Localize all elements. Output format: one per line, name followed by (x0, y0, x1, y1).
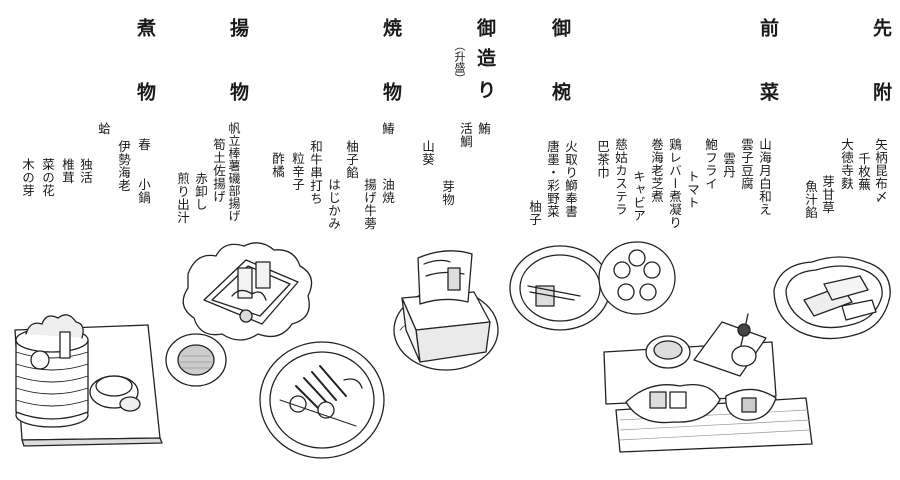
heading-yakimono-top: 焼 (380, 18, 402, 37)
heading-owan-bottom: 椀 (549, 82, 571, 101)
menu-item: 柚子 (527, 200, 542, 226)
agemono-illustration (182, 242, 313, 341)
heading-otsukuri-bottom: り (474, 80, 496, 99)
menu-item: 鮑フライ (703, 138, 718, 190)
menu-item: 独活 (78, 158, 93, 184)
heading-nimono-bottom: 物 (134, 82, 156, 101)
menu-item: はじかみ (326, 178, 341, 230)
menu-item: トマト (685, 170, 700, 209)
heading-agemono-bottom: 物 (227, 82, 249, 101)
heading-nimono-top: 煮 (134, 18, 156, 37)
menu-item: 柚子餡 (344, 140, 359, 179)
menu-item: 小鍋 (136, 178, 151, 204)
menu-item: 伊勢海老 (116, 140, 131, 192)
menu-item: 雲子豆腐 (739, 138, 754, 190)
heading-zensai-bottom: 菜 (757, 82, 779, 101)
menu-item: 揚げ牛蒡 (362, 178, 377, 230)
yakimono-illustration (259, 341, 385, 459)
heading-yakimono-bottom: 物 (380, 82, 402, 101)
heading-agemono-top: 揚 (227, 18, 249, 37)
menu-item: 巻海老芝煮 (649, 138, 664, 203)
menu-item: 矢柄昆布〆 (873, 138, 888, 203)
sauce-dish-illustration (165, 333, 227, 387)
otsukuri-illustration (393, 250, 499, 371)
heading-sakizuke-top: 先 (870, 18, 892, 37)
heading-owan-top: 御 (549, 18, 571, 37)
menu-item: 蛤 (96, 122, 111, 135)
menu-item: 山葵 (420, 140, 435, 166)
menu-item: 鰆 (380, 122, 395, 135)
heading-otsukuri-mid: 造 (474, 48, 496, 67)
menu-item: 火取り鰤奉書 (563, 140, 578, 218)
menu-item: 芽物 (440, 180, 455, 206)
menu-item: 千枚蕪 (856, 152, 871, 191)
menu-item: 大徳寺麩 (839, 138, 854, 190)
otsukuri-note: （升盛） (453, 40, 466, 84)
menu-item: 活鯛 (458, 122, 473, 148)
menu-item: 山海月白和え (757, 138, 772, 216)
menu-item: 芽甘草 (820, 175, 835, 214)
menu-item: 粒辛子 (290, 152, 305, 191)
zensai-illustration (603, 313, 813, 453)
menu-item: 巴茶巾 (595, 140, 610, 179)
menu-item: キャビア (631, 170, 646, 222)
menu-item: 慈姑カステラ (613, 138, 628, 216)
menu-item: 和牛串打ち (308, 140, 323, 205)
menu-item: 酢橘 (270, 152, 285, 178)
heading-otsukuri-top: 御 (474, 18, 496, 37)
menu-item: 椎茸 (60, 158, 75, 184)
owan-illustration (509, 241, 676, 331)
menu-item: 帆立棒薯磯部揚げ (227, 122, 241, 222)
heading-zensai-top: 前 (757, 18, 779, 37)
menu-item: 魚汁餡 (803, 180, 818, 219)
sakizuke-illustration (773, 256, 891, 340)
menu-item: 油焼 (380, 178, 395, 204)
menu-item: 雲丹 (721, 152, 736, 178)
menu-item: 鮪 (476, 122, 491, 135)
menu-item: 赤卸し (193, 172, 208, 211)
menu-item: 唐墨・彩野菜 (545, 140, 560, 218)
menu-item: 煎り出汁 (175, 172, 190, 224)
menu-item: 菜の花 (40, 158, 55, 197)
nimono-illustration (14, 314, 163, 447)
heading-sakizuke-bottom: 附 (870, 82, 892, 101)
menu-item: 筍土佐揚げ (211, 138, 226, 203)
menu-item: 鶏レバー煮凝り (667, 138, 682, 229)
menu-item: 木の芽 (20, 158, 35, 197)
menu-item: 春 (136, 138, 151, 151)
